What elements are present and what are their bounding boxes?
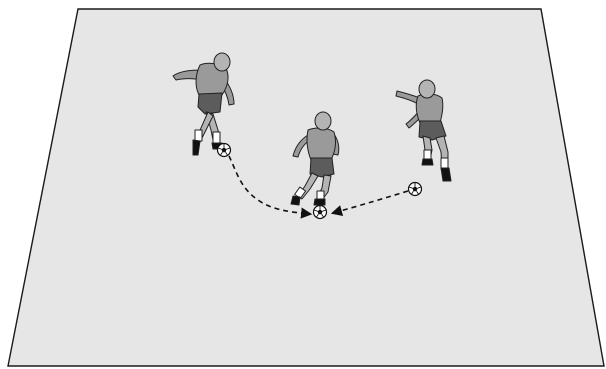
ball-center xyxy=(314,206,327,219)
player-left-sock-front xyxy=(213,132,220,144)
ball-left xyxy=(218,144,231,157)
player-left-shorts xyxy=(198,93,222,114)
player-center-boot-left xyxy=(291,196,300,205)
player-center-torso xyxy=(307,128,335,160)
player-right-boot-right xyxy=(441,168,451,181)
player-center-boot-right xyxy=(314,199,325,205)
player-center-head xyxy=(315,112,331,130)
ball-right xyxy=(409,183,422,196)
player-right-torso xyxy=(416,94,443,123)
player-right-sock-right xyxy=(441,158,448,169)
player-right-head xyxy=(419,80,435,98)
player-left-head xyxy=(214,53,230,71)
player-right-boot-left xyxy=(422,159,433,165)
player-left-sock-back xyxy=(195,130,202,141)
